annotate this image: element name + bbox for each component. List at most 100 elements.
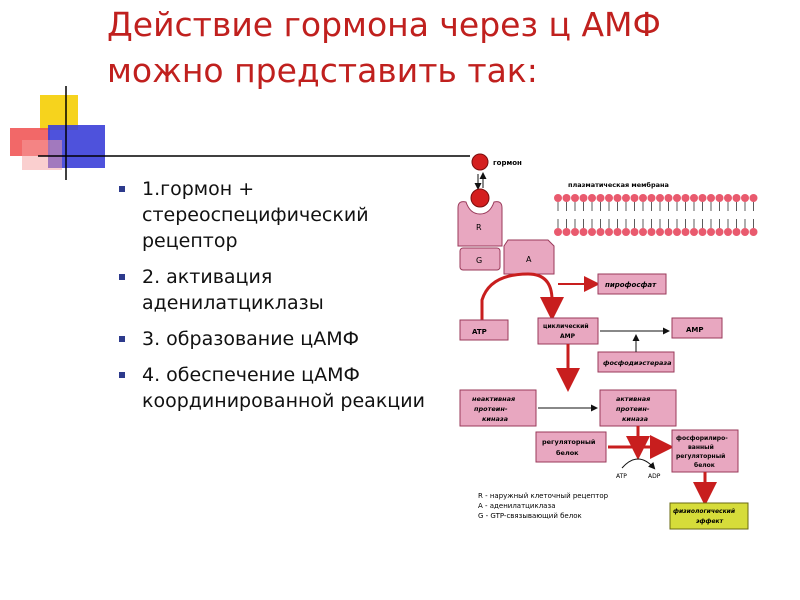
- active-kinase-1: активная: [616, 395, 650, 403]
- cyclase-letter: A: [526, 255, 532, 264]
- lipid-head: [715, 228, 724, 236]
- inactive-kinase-2: протеин-: [474, 405, 508, 413]
- gprotein-letter: G: [476, 256, 482, 265]
- lipid-head: [579, 194, 588, 202]
- lipid-head: [647, 194, 656, 202]
- lipid-head: [690, 228, 698, 236]
- lipid-head: [639, 194, 647, 202]
- camp-label-2: AMP: [560, 333, 576, 340]
- title-line-1: Действие гормона через ц АМФ: [107, 5, 661, 44]
- physio-effect-box: [669, 502, 749, 530]
- lipid-head: [724, 194, 732, 202]
- phospho-protein-box: [671, 429, 739, 473]
- reg-protein-box: [535, 431, 607, 463]
- lipid-head: [630, 228, 639, 236]
- amp-label: AMP: [686, 326, 704, 334]
- lipid-head: [664, 194, 673, 202]
- bullet-item-4: 4. обеспечение цАМФ координированной реа…: [117, 362, 447, 414]
- lipid-head: [639, 228, 647, 236]
- legend-a: A - аденилатциклаза: [478, 502, 556, 510]
- lipid-head: [724, 228, 732, 236]
- lipid-head: [707, 228, 715, 236]
- legend-g: G - GTP-связывающий белок: [478, 512, 582, 520]
- title-line-2: можно представить так:: [107, 51, 538, 90]
- lipid-head: [673, 228, 681, 236]
- lipid-head: [596, 228, 605, 236]
- lipid-head: [741, 228, 749, 236]
- cyclase-shape: [503, 239, 555, 275]
- lipid-head: [596, 194, 605, 202]
- lipid-head: [698, 228, 707, 236]
- reg-protein-2: белок: [556, 449, 579, 457]
- receptor-shape: [457, 201, 503, 247]
- physio-effect-1: физиологический: [673, 508, 736, 515]
- hormone-label: гормон: [493, 159, 522, 167]
- amp-box: [671, 317, 723, 339]
- lipid-head: [732, 194, 741, 202]
- active-kinase-box: [599, 389, 677, 427]
- plasma-membrane: [554, 194, 758, 236]
- lipid-head: [656, 228, 664, 236]
- lipid-head: [605, 194, 613, 202]
- inactive-kinase-box: [459, 389, 537, 427]
- lipid-head: [571, 194, 579, 202]
- camp-diagram-svg: гормон плазматическая мембрана R G A пир…: [457, 153, 758, 530]
- lipid-head: [707, 194, 715, 202]
- lipid-head: [579, 228, 588, 236]
- phospho-protein-4: белок: [694, 462, 715, 469]
- phospho-protein-1: фосфорилиро-: [676, 435, 728, 442]
- lipid-head: [749, 194, 758, 202]
- lipid-head: [681, 194, 690, 202]
- atp-box: [459, 319, 509, 341]
- lipid-head: [588, 228, 596, 236]
- lipid-head: [613, 194, 622, 202]
- hormone-icon: [471, 153, 489, 171]
- bound-hormone-icon: [470, 188, 490, 208]
- physio-effect-2: эффект: [696, 518, 724, 525]
- lipid-head: [656, 194, 664, 202]
- pink-overlay: [22, 140, 62, 170]
- active-kinase-3: киназа: [622, 415, 648, 423]
- lipid-head: [613, 228, 622, 236]
- camp-label-1: циклический: [543, 323, 589, 330]
- lipid-head: [690, 194, 698, 202]
- bullet-item-2: 2. активация аденилатциклазы: [117, 264, 447, 316]
- lipid-head: [732, 228, 741, 236]
- legend-r: R - наружный клеточный рецептор: [478, 492, 609, 500]
- camp-diagram: гормон плазматическая мембрана R G A пир…: [450, 150, 760, 540]
- lipid-head: [664, 228, 673, 236]
- decorative-squares: [10, 86, 470, 180]
- lipid-head: [749, 228, 758, 236]
- gprotein-shape: [459, 247, 501, 271]
- phospho-protein-3: регуляторный: [676, 453, 725, 460]
- bullet-item-1: 1.гормон + стереоспецифический рецептор: [117, 176, 447, 254]
- slide-title: Действие гормона через ц АМФ можно предс…: [107, 2, 797, 94]
- pyrophosphate-box: [597, 273, 667, 295]
- lipid-head: [698, 194, 707, 202]
- lipid-head: [647, 228, 656, 236]
- inactive-kinase-3: киназа: [482, 415, 508, 423]
- lipid-head: [562, 228, 571, 236]
- atp-label: ATP: [472, 328, 487, 336]
- lipid-head: [681, 228, 690, 236]
- active-kinase-2: протеин-: [616, 405, 650, 413]
- phosphodiesterase-label: фосфодиэстераза: [603, 359, 672, 367]
- phospho-protein-2: ванный: [688, 444, 714, 451]
- camp-box: [537, 317, 599, 345]
- bullet-item-3: 3. образование цАМФ: [117, 326, 447, 352]
- inactive-kinase-1: неактивная: [472, 395, 515, 403]
- lipid-head: [588, 194, 596, 202]
- pyrophosphate-label: пирофосфат: [605, 281, 657, 289]
- lipid-head: [605, 228, 613, 236]
- lipid-head: [554, 228, 562, 236]
- lipid-head: [562, 194, 571, 202]
- conversion-arrow: [480, 272, 564, 321]
- yellow-square: [40, 95, 78, 130]
- atp-adp-arc: [621, 458, 656, 470]
- lipid-head: [715, 194, 724, 202]
- lipid-head: [622, 228, 630, 236]
- lipid-head: [622, 194, 630, 202]
- lipid-head: [741, 194, 749, 202]
- lipid-head: [630, 194, 639, 202]
- lipid-head: [673, 194, 681, 202]
